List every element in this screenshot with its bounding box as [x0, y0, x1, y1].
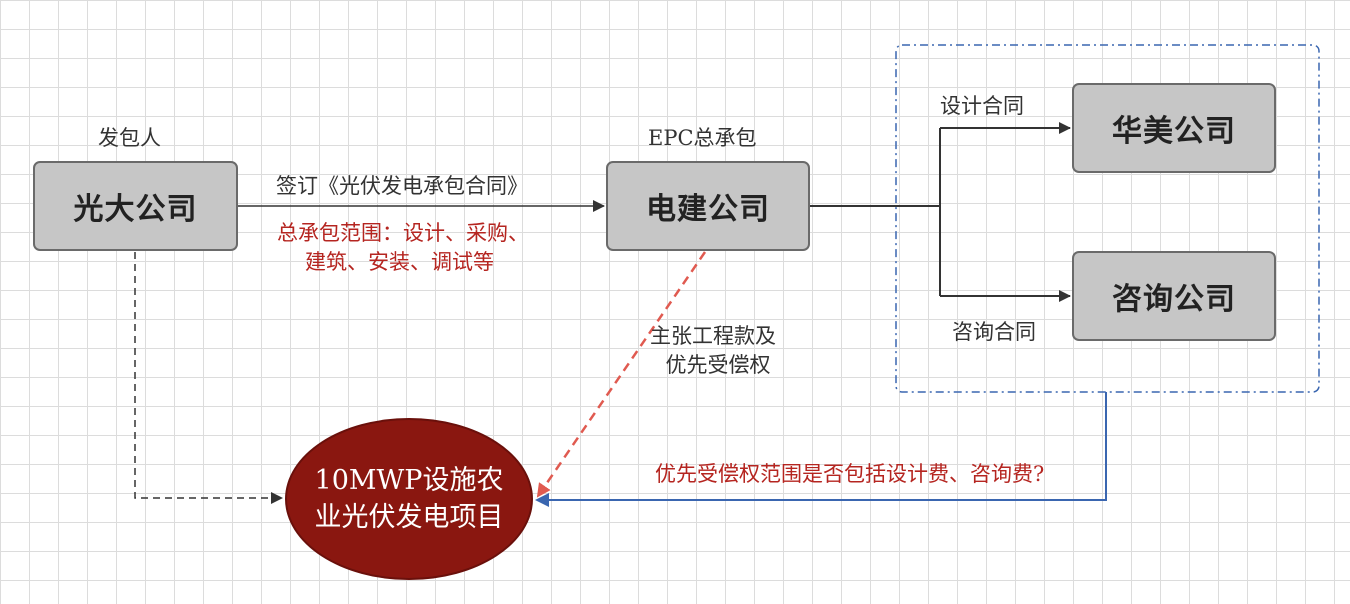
scope-label-line1: 总承包范围：设计、采购、 [277, 221, 529, 245]
node-guangda-label: 光大公司 [73, 192, 198, 227]
claim-label-line1: 主张工程款及 [650, 324, 776, 348]
scope-label-line2: 建筑、安装、调试等 [305, 250, 494, 274]
node-zixun-label: 咨询公司 [1112, 282, 1236, 317]
node-dianjian[interactable]: 电建公司 [606, 161, 810, 251]
owner-project-dashed-arrow [134, 252, 283, 504]
claim-label: 主张工程款及 优先受偿权 [650, 322, 776, 380]
design-contract-label: 设计合同 [940, 94, 1024, 118]
node-project-line1: 10MWP设施农 [314, 465, 504, 496]
node-dianjian-label: 电建公司 [646, 192, 770, 227]
priority-question-arrow [535, 392, 1107, 507]
scope-label: 总承包范围：设计、采购、 建筑、安装、调试等 [277, 219, 529, 277]
node-project[interactable]: 10MWP设施农 业光伏发电项目 [285, 418, 533, 580]
priority-question-label: 优先受偿权范围是否包括设计费、咨询费? [655, 462, 1045, 486]
contract-label: 签订《光伏发电承包合同》 [276, 174, 528, 198]
node-guangda[interactable]: 光大公司 [33, 161, 238, 251]
subcontract-group-frame [895, 44, 1320, 393]
claim-label-line2: 优先受偿权 [665, 353, 771, 377]
node-huamei[interactable]: 华美公司 [1072, 83, 1276, 173]
node-huamei-label: 华美公司 [1112, 114, 1236, 149]
node-project-line2: 业光伏发电项目 [314, 502, 504, 533]
node-zixun[interactable]: 咨询公司 [1072, 251, 1276, 341]
epc-role-label: EPC总承包 [648, 126, 757, 150]
consult-contract-label: 咨询合同 [952, 320, 1036, 344]
claim-dashed-arrow [536, 251, 707, 498]
owner-role-label: 发包人 [98, 126, 161, 150]
